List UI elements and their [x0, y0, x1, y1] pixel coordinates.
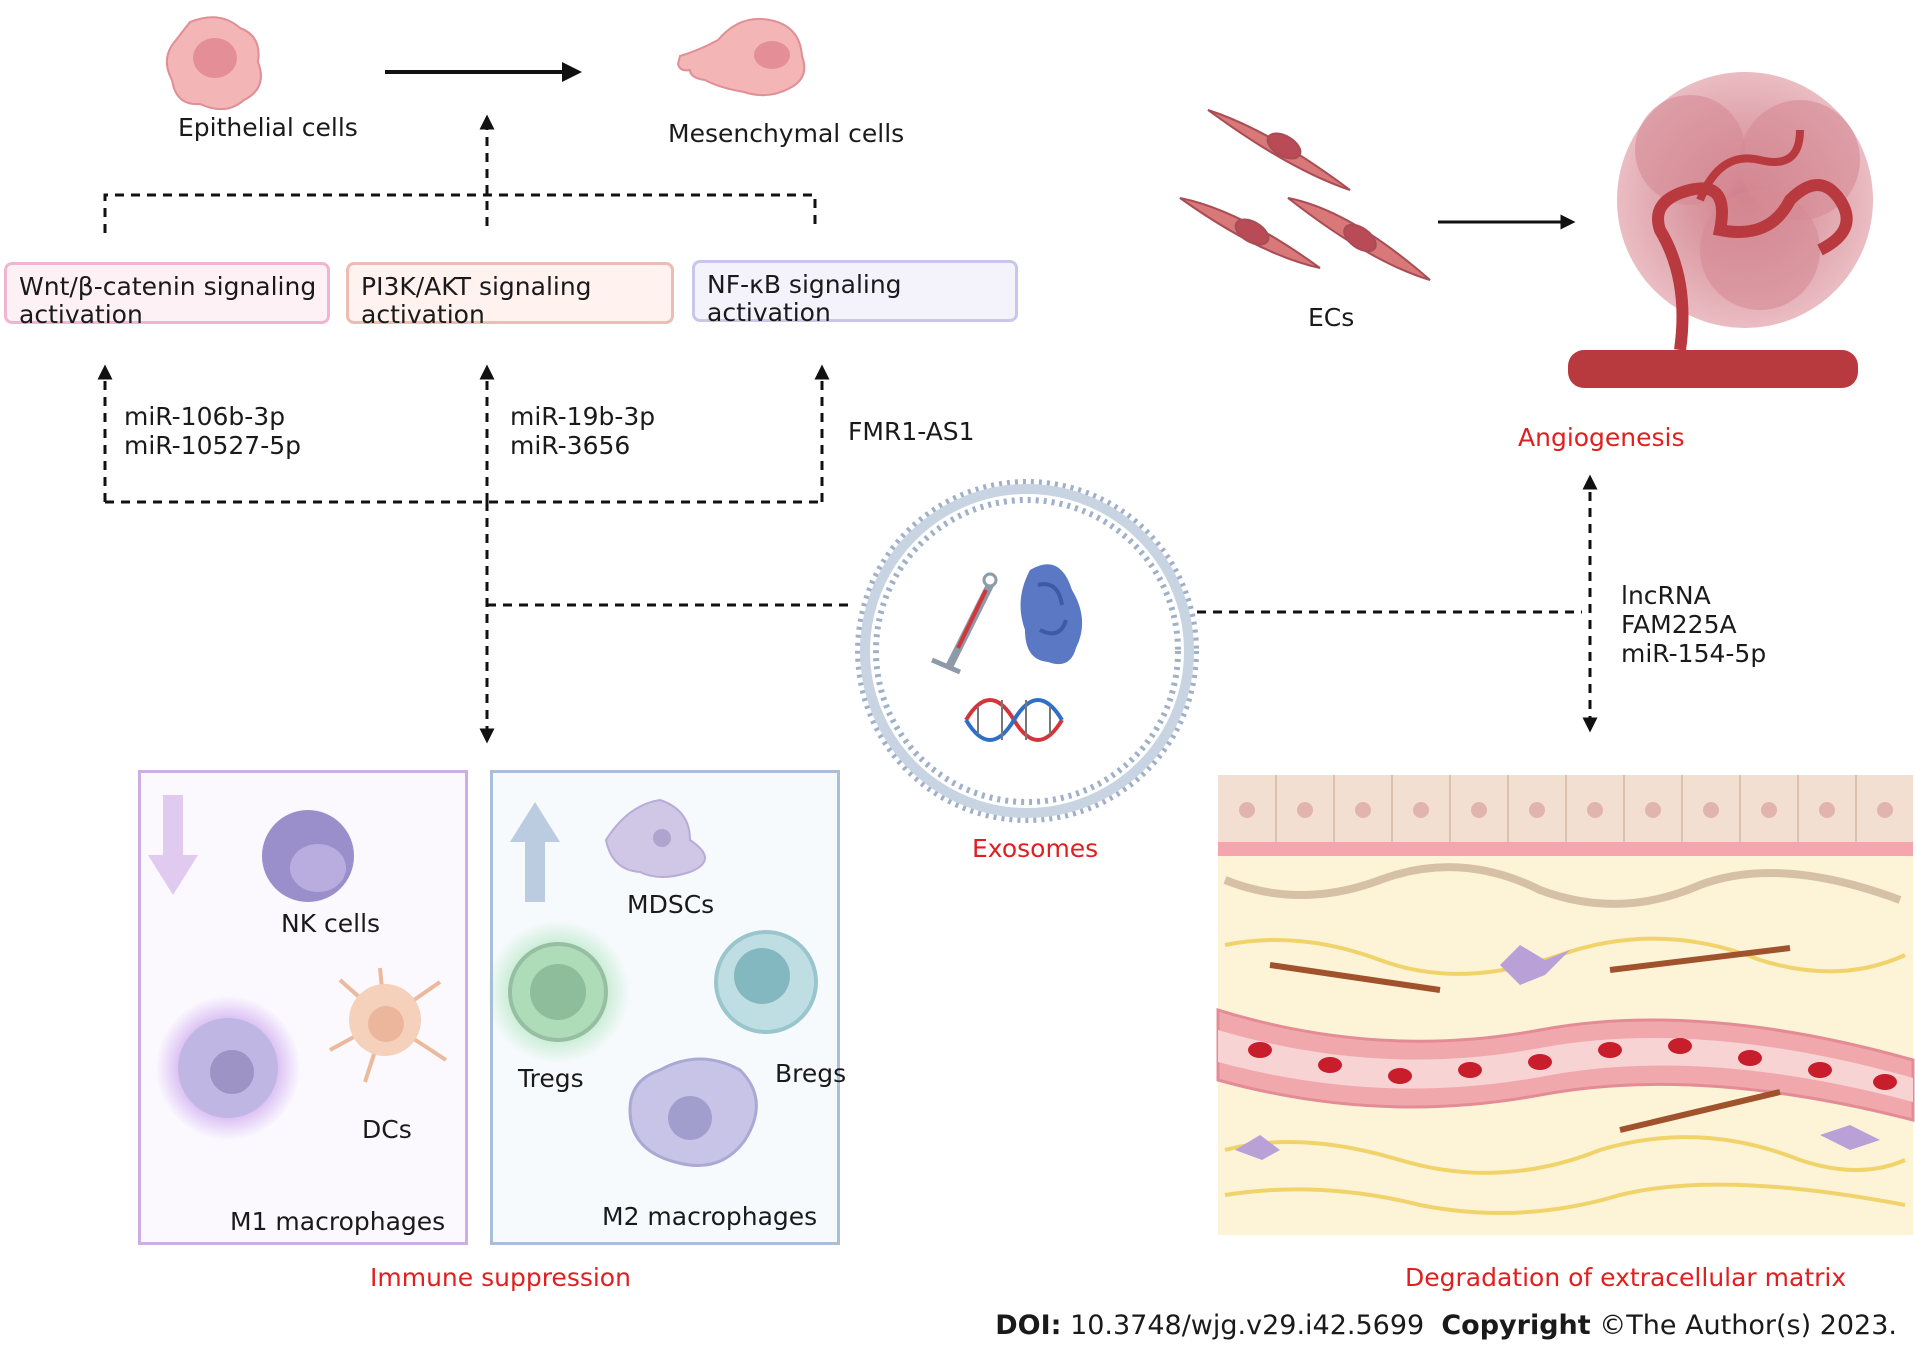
mediator-label: miR-3656 [510, 430, 631, 460]
tumor-vessel-icon [1568, 72, 1873, 388]
doi-value: 10.3748/wjg.v29.i42.5699 [1070, 1310, 1425, 1341]
immune-up-panel [490, 770, 840, 1245]
mediator-label: miR-19b-3p [510, 402, 656, 431]
m1-macrophages-label: M1 macrophages [230, 1207, 446, 1236]
mesenchymal-cells-label: Mesenchymal cells [668, 119, 905, 148]
exosomes-label: Exosomes [972, 834, 1099, 863]
mediator-label: miR-106b-3p [124, 402, 286, 431]
wnt-pathway-line1: Wnt/β-catenin signaling [19, 272, 317, 301]
copyright-label: Copyright [1441, 1310, 1591, 1341]
angiogenesis-title: Angiogenesis [1518, 423, 1685, 452]
immune-down-panel [138, 770, 468, 1245]
mdscs-label: MDSCs [627, 890, 715, 919]
doi-label: DOI: [995, 1310, 1062, 1341]
bregs-label: Bregs [775, 1059, 847, 1088]
wnt-pathway-line2: activation [19, 299, 143, 329]
nfkb-pathway-line1: NF-κB signaling [707, 270, 902, 299]
nk-cell-icon [262, 810, 354, 902]
tregs-label: Tregs [518, 1064, 584, 1093]
wnt-pathway-box: Wnt/β-catenin signaling activation [4, 262, 330, 328]
thermometer-icon [931, 572, 998, 675]
dendritic-cell-icon [329, 967, 448, 1083]
mediator-label: FAM225A [1621, 609, 1737, 639]
mediator-label: miR-154-5p [1621, 638, 1767, 668]
immune-suppression-title: Immune suppression [370, 1263, 631, 1292]
exosome-vesicle-icon [855, 479, 1199, 823]
mediator-label: lncRNA [1621, 581, 1711, 610]
nfkb-mediators: FMR1-AS1 [848, 417, 975, 447]
pi3k-pathway-line1: PI3K/AKT signaling [361, 272, 592, 301]
nfkb-pathway-line2: activation [707, 297, 831, 327]
m2-macrophage-icon [628, 1057, 758, 1167]
mesenchymal-cell-icon [676, 18, 806, 97]
copyright-value: ©The Author(s) 2023. [1599, 1310, 1897, 1341]
protein-icon [1020, 564, 1083, 665]
mediator-label: FMR1-AS1 [848, 417, 975, 446]
pi3k-mediators: miR-19b-3p miR-3656 [510, 402, 656, 461]
m2-macrophages-label: M2 macrophages [602, 1202, 818, 1231]
pathway-connectors [97, 114, 1598, 744]
mediator-label: miR-10527-5p [124, 430, 302, 460]
treg-icon [486, 920, 630, 1064]
arrow-up-icon [510, 802, 560, 902]
nk-cells-label: NK cells [281, 909, 381, 938]
dcs-label: DCs [362, 1115, 412, 1144]
wnt-mediators: miR-106b-3p miR-10527-5p [124, 402, 302, 461]
epithelial-cell-icon [165, 16, 262, 111]
ecs-label: ECs [1308, 303, 1355, 332]
dna-helix-icon [964, 698, 1064, 742]
epithelial-cells-label: Epithelial cells [178, 113, 358, 142]
m1-macrophage-icon [156, 996, 300, 1140]
breg-icon [714, 930, 818, 1034]
ecm-mediators: lncRNA FAM225A miR-154-5p [1621, 581, 1767, 668]
extracellular-matrix-icon [1216, 775, 1915, 1235]
arrow-down-icon [148, 795, 198, 895]
pi3k-pathway-line2: activation [361, 299, 485, 329]
endothelial-cells-icon [1179, 109, 1431, 281]
mdsc-icon [604, 798, 706, 878]
pi3k-pathway-box: PI3K/AKT signaling activation [346, 262, 674, 328]
nfkb-pathway-box: NF-κB signaling activation [692, 260, 1018, 326]
ecm-degradation-title: Degradation of extracellular matrix [1405, 1263, 1847, 1292]
citation-footer: DOI: 10.3748/wjg.v29.i42.5699 Copyright … [995, 1310, 1897, 1341]
